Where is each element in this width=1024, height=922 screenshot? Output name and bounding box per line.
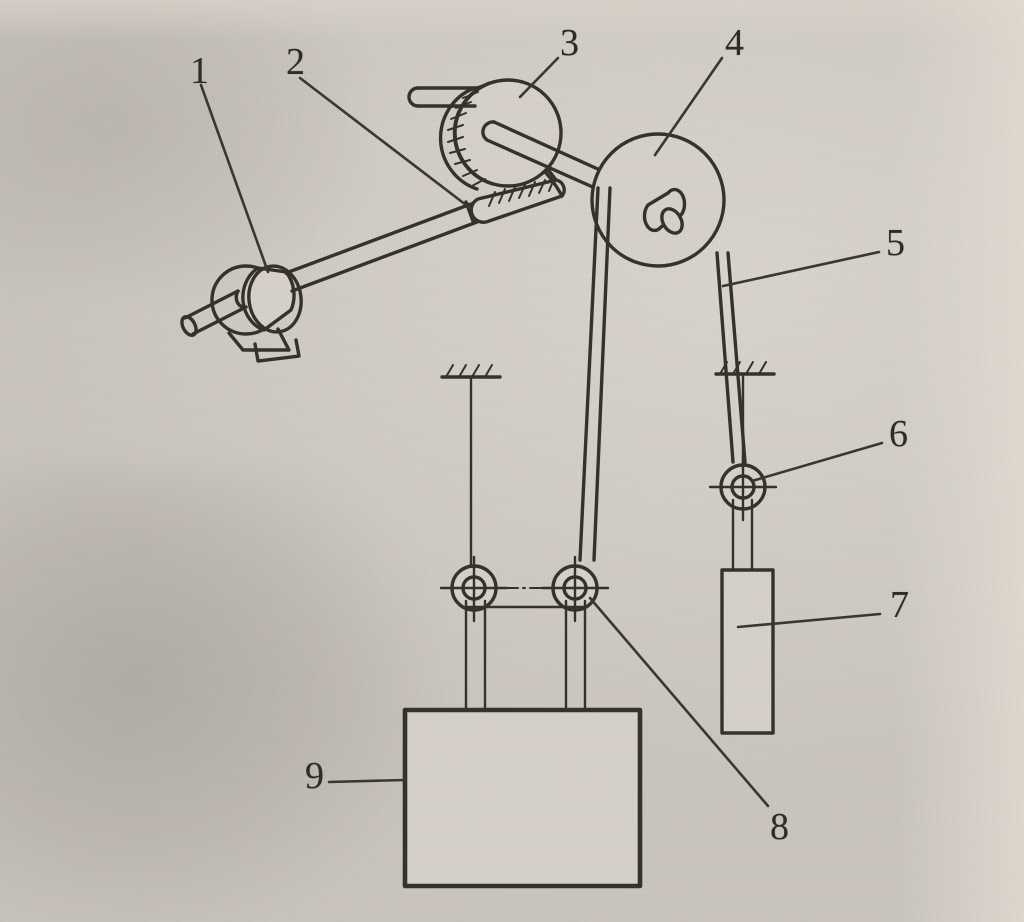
leader-1	[199, 83, 270, 274]
callout-label-4: 4	[725, 22, 744, 64]
callout-label-3: 3	[560, 22, 579, 64]
motor-assembly	[180, 264, 303, 363]
callout-label-2: 2	[286, 41, 305, 83]
slider-block	[720, 568, 775, 735]
callout-label-6: 6	[889, 413, 908, 455]
leader-4	[653, 56, 724, 157]
crank-pin	[642, 187, 687, 235]
pivot-joint-right	[708, 454, 778, 572]
crank-disc-assembly	[590, 132, 726, 268]
pivot-joint-left	[439, 555, 509, 623]
paper-highlight-right	[894, 0, 1024, 922]
callout-label-5: 5	[886, 222, 905, 264]
callout-leaders	[199, 56, 884, 808]
paper-shadow-bottom-left	[0, 470, 440, 922]
callout-label-9: 9	[305, 755, 324, 797]
callout-label-7: 7	[890, 584, 909, 626]
lower-links	[464, 599, 587, 712]
leader-2	[298, 76, 472, 210]
callout-label-8: 8	[770, 806, 789, 848]
paper-shadow-top-left	[0, 0, 360, 290]
worm-gear-assembly	[407, 78, 613, 194]
pivot-joint-center	[540, 555, 610, 623]
leader-5	[721, 250, 881, 288]
base-box	[402, 707, 643, 889]
leader-3	[518, 56, 560, 99]
ground-support-right	[714, 361, 776, 468]
leader-7	[736, 612, 882, 629]
ground-support-left	[440, 364, 502, 578]
leader-8	[588, 596, 770, 808]
leader-9	[327, 778, 407, 784]
paper-highlight-top	[0, 0, 1024, 40]
leader-6	[750, 441, 884, 483]
callout-label-1: 1	[190, 50, 209, 92]
